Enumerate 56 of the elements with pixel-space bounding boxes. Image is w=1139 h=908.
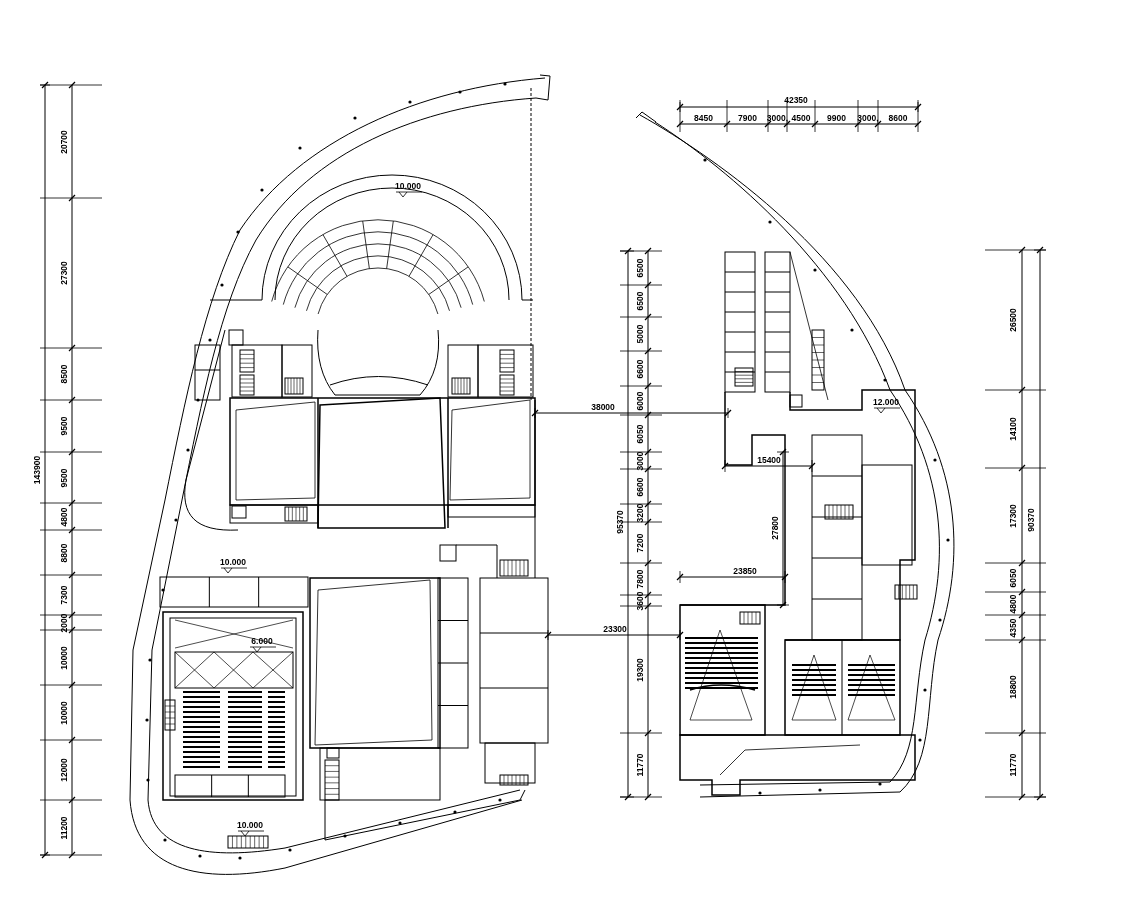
dimension-text: 9500 [59,468,69,487]
dimension-text: 10000 [59,645,69,670]
dimension-text: 10000 [59,700,69,725]
dimension-text: 3600 [635,591,645,610]
dimension-text: 4500 [791,113,811,123]
dimension-text: 6050 [635,424,645,443]
dimension-text: 6600 [635,477,645,496]
dimension-text: 6050 [1008,568,1018,587]
dimension-text: 12000 [59,758,69,782]
dimension-text: 4800 [1008,594,1018,613]
dimension-text: 143900 [32,455,42,485]
dimension-text: 6000 [635,391,645,410]
dimension-text: 38000 [591,402,615,412]
elevation-label: 12.000 [873,397,899,407]
dimension-text: 8450 [694,113,713,123]
dimension-text: 7800 [635,569,645,589]
dimension-text: 11200 [59,815,69,840]
dimension-text: 8500 [59,364,69,384]
dimension-text: 9500 [59,416,69,436]
dimension-text: 9900 [827,113,846,123]
dimension-text: 4800 [59,507,69,526]
dimension-text: 18800 [1008,674,1018,699]
dimension-text: 11770 [1008,753,1018,777]
dimension-text: 6500 [635,258,645,278]
dimension-text: 26500 [1008,308,1018,332]
dimension-text: 11770 [635,753,645,777]
dimension-text: 2000 [59,613,69,632]
dimension-text: 19300 [635,657,645,682]
dimension-text: 23300 [603,624,627,634]
dimension-text: 6600 [635,359,645,378]
dimension-text: 7900 [738,113,757,123]
dimension-text: 14100 [1008,417,1018,441]
dimension-text: 3000, [857,113,879,123]
elevation-label: 6.000 [251,636,273,646]
dimension-text: 5000 [635,324,645,344]
dimension-text: 7200 [635,533,645,552]
dimension-text: 23850 [733,566,757,576]
dimension-text: 6500 [635,291,645,311]
dimension-text: 4350 [1008,618,1018,637]
dimension-text: 90370 [1026,508,1036,532]
dimension-text: 3000, [766,113,789,123]
elevation-label: 10.000 [220,557,246,567]
dimension-text: 95370 [615,510,625,534]
dimension-text: 8800 [59,543,69,562]
dimension-text: 8600 [888,113,908,123]
elevation-label: 10.000 [395,181,421,191]
elevation-label: 10.000 [237,820,263,830]
dimension-text: 15400 [757,455,781,465]
dimension-text: 3000 [635,451,645,470]
dimension-text: 42350 [784,95,808,105]
dimension-text: 27300 [59,261,69,285]
dimension-text: 17300 [1008,503,1018,528]
dimension-text: 7300 [59,585,69,605]
dimension-text: 20700 [59,129,69,154]
dimension-text: 27800 [770,516,780,540]
dimension-text: 3200 [635,503,645,523]
